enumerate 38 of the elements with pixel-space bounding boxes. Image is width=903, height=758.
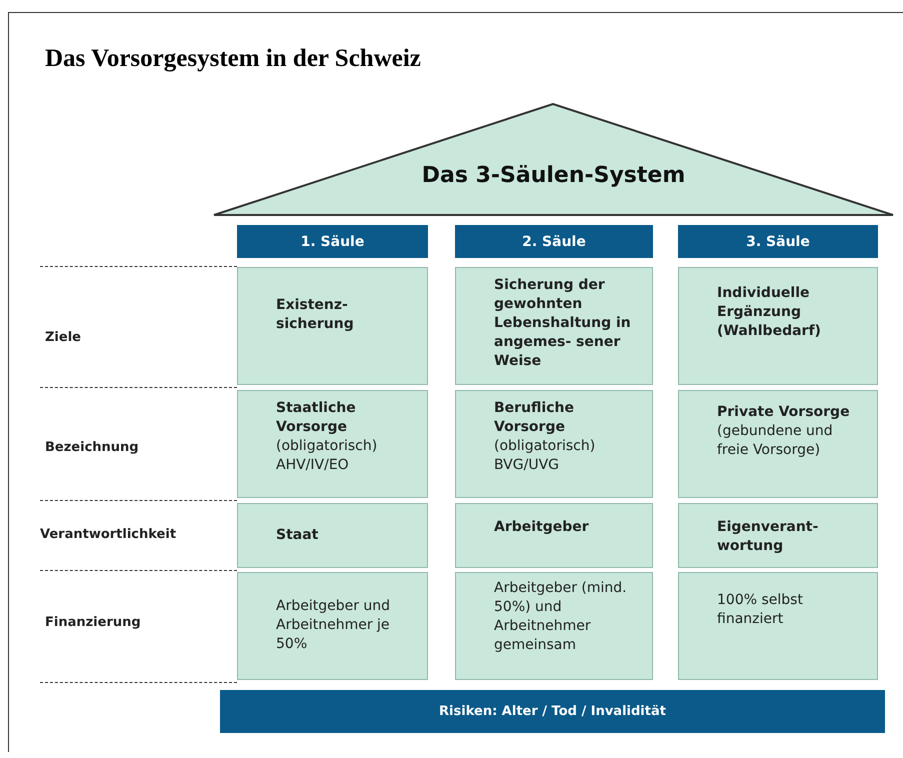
cell-text: (gebundene und freie Vorsorge) xyxy=(717,422,834,460)
pillar-cell xyxy=(678,503,878,568)
pillar-cell xyxy=(678,267,878,385)
pillar-cell xyxy=(237,503,428,568)
pillar-cell xyxy=(237,390,428,498)
pillar-cell xyxy=(678,390,878,498)
cell-text: (obligatorisch) BVG/UVG xyxy=(494,437,596,475)
cell-heading: Sicherung der gewohnten Lebenshaltung in angemes- sener Weise xyxy=(494,276,632,371)
cell-text: Arbeitgeber (mind. 50%) und Arbeitnehmer gemeinsam xyxy=(494,579,628,655)
pillar-cell xyxy=(237,267,428,385)
foundation-bar: Risiken: Alter / Tod / Invalidität xyxy=(220,690,885,733)
row-label: Finanzierung xyxy=(45,615,141,630)
pillar-header: 1. Säule xyxy=(237,225,428,258)
cell-text: 100% selbst finanziert xyxy=(717,591,804,629)
diagram-title: Das Vorsorgesystem in der Schweiz xyxy=(45,45,421,73)
cell-heading: Eigenverant- wortung xyxy=(717,518,820,556)
cell-text: (obligatorisch) AHV/IV/EO xyxy=(276,437,378,475)
cell-heading: Arbeitgeber xyxy=(494,518,590,537)
roof-triangle xyxy=(213,103,894,216)
cell-heading: Staat xyxy=(276,526,320,545)
pillar-cell xyxy=(455,390,653,498)
row-label: Bezeichnung xyxy=(45,440,139,455)
pillar-header: 3. Säule xyxy=(678,225,878,258)
roof-heading: Das 3-Säulen-System xyxy=(420,163,686,188)
pillar-cell xyxy=(455,267,653,385)
pillar-header: 2. Säule xyxy=(455,225,653,258)
cell-heading: Existenz- sicherung xyxy=(276,296,355,334)
cell-heading: Berufliche Vorsorge xyxy=(494,399,575,437)
row-label: Ziele xyxy=(45,330,81,345)
pillar-cell xyxy=(455,503,653,568)
pillar-cell xyxy=(678,572,878,680)
pillar-cell xyxy=(237,572,428,680)
cell-text: Arbeitgeber und Arbeitnehmer je 50% xyxy=(276,597,392,654)
row-label: Verantwortlichkeit xyxy=(40,527,176,542)
cell-heading: Staatliche Vorsorge xyxy=(276,399,357,437)
cell-heading: Private Vorsorge xyxy=(717,403,851,422)
pillar-cell xyxy=(455,572,653,680)
cell-heading: Individuelle Ergänzung (Wahlbedarf) xyxy=(717,284,822,341)
